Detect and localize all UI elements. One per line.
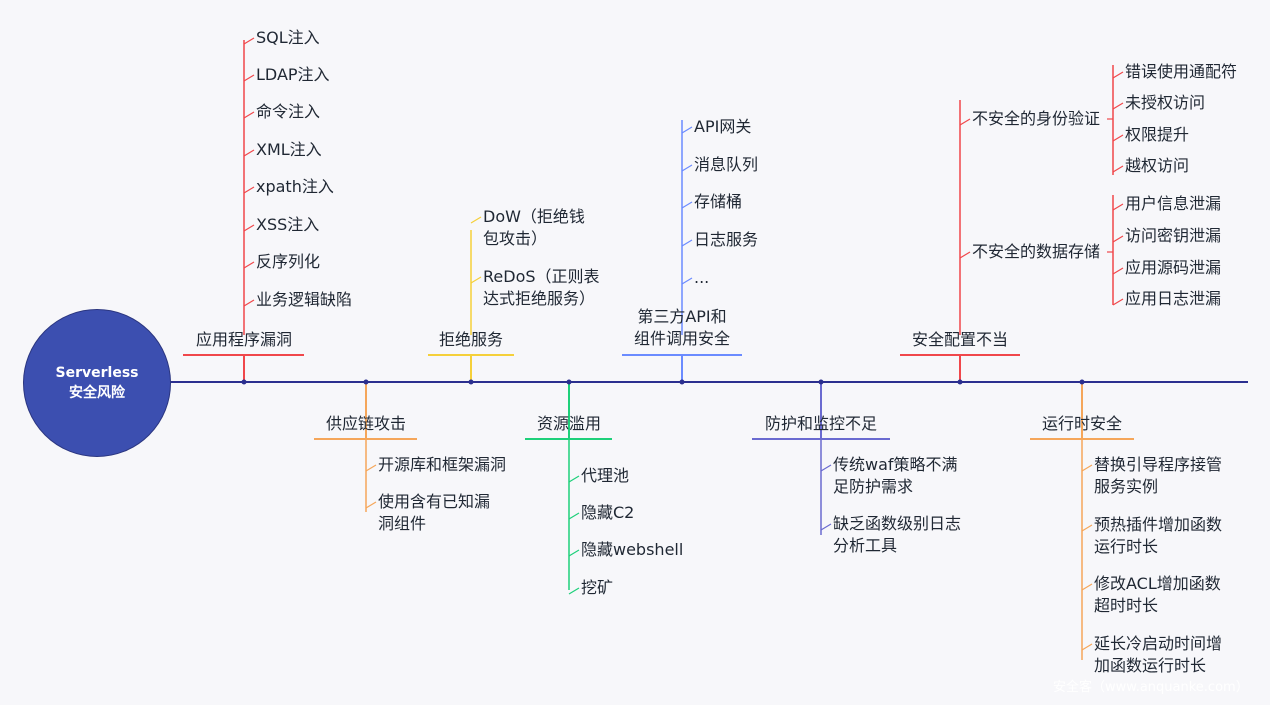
sub-branch-item: 越权访问: [1125, 156, 1190, 175]
item-tick: [959, 251, 971, 259]
spine-joint: [241, 379, 247, 385]
spine-joint: [957, 379, 963, 385]
branch-item: 使用含有已知漏 洞组件: [378, 492, 491, 533]
item-tick: [243, 261, 255, 269]
item-tick: [243, 186, 255, 194]
item-tick: [568, 549, 580, 557]
branch-item: ReDoS（正则表 达式拒绝服务）: [483, 267, 600, 308]
item-tick: [243, 299, 255, 307]
branch-label: 拒绝服务: [438, 330, 504, 349]
branch-label: 安全配置不当: [911, 330, 1009, 349]
item-tick: [243, 111, 255, 119]
branch-label: 运行时安全: [1041, 414, 1123, 433]
item-tick: [568, 512, 580, 520]
sub-branch-item: 访问密钥泄漏: [1125, 226, 1222, 245]
item-tick: [470, 276, 482, 284]
branch-item: 替换引导程序接管 服务实例: [1094, 455, 1223, 496]
branch-item: 存储桶: [694, 192, 743, 211]
branch-item: 缺乏函数级别日志 分析工具: [833, 514, 962, 555]
sub-branch-item: 应用源码泄漏: [1125, 258, 1222, 277]
branch-label: 应用程序漏洞: [195, 330, 293, 349]
branch-item: XML注入: [256, 140, 322, 159]
spine-joint: [1079, 379, 1085, 385]
branch-item: 代理池: [581, 466, 630, 485]
item-tick: [959, 118, 971, 126]
item-tick: [1081, 583, 1093, 591]
branch-item: 反序列化: [256, 252, 321, 271]
item-tick: [681, 277, 693, 285]
sub-branch-item: 用户信息泄漏: [1125, 194, 1222, 213]
branch-item: 预热插件增加函数 运行时长: [1094, 515, 1223, 556]
item-tick: [1112, 203, 1124, 211]
item-tick: [1112, 134, 1124, 142]
spine-joint: [363, 379, 369, 385]
branch-item: 消息队列: [694, 155, 759, 174]
item-tick: [568, 587, 580, 595]
spine-joint: [468, 379, 474, 385]
item-tick: [470, 216, 482, 224]
central-topic: Serverless 安全风险: [23, 309, 171, 457]
branch-item: API网关: [694, 117, 752, 136]
sub-branch-label: 不安全的身份验证: [972, 109, 1101, 128]
spine-joint: [818, 379, 824, 385]
branch-label: 防护和监控不足: [764, 414, 878, 433]
branch-label: 资源滥用: [536, 414, 602, 433]
branch-label: 第三方API和 组件调用安全: [633, 307, 731, 348]
item-tick: [681, 164, 693, 172]
branch-item: 传统waf策略不满 足防护需求: [833, 455, 958, 496]
branch-item: 日志服务: [694, 230, 759, 249]
branch-item: 延长冷启动时间增 加函数运行时长: [1094, 634, 1223, 675]
item-tick: [243, 74, 255, 82]
branch-item: 挖矿: [581, 578, 614, 597]
item-tick: [1081, 643, 1093, 651]
sub-branch-item: 权限提升: [1125, 125, 1190, 144]
sub-branch-item: 未授权访问: [1125, 93, 1206, 112]
item-tick: [681, 126, 693, 134]
item-tick: [820, 523, 832, 531]
item-tick: [568, 475, 580, 483]
item-tick: [365, 464, 377, 472]
item-tick: [681, 239, 693, 247]
item-tick: [1112, 298, 1124, 306]
sub-branch-item: 应用日志泄漏: [1125, 289, 1222, 308]
item-tick: [681, 201, 693, 209]
sub-branch-item: 错误使用通配符: [1125, 62, 1238, 81]
item-tick: [1112, 267, 1124, 275]
branch-item: 业务逻辑缺陷: [256, 290, 353, 309]
branch-item: xpath注入: [256, 177, 334, 196]
item-tick: [243, 149, 255, 157]
item-tick: [1081, 524, 1093, 532]
item-tick: [1112, 71, 1124, 79]
branch-item: ...: [694, 268, 710, 287]
branch-item: 修改ACL增加函数 超时时长: [1094, 574, 1221, 615]
spine-joint: [566, 379, 572, 385]
branch-item: 开源库和框架漏洞: [378, 455, 507, 474]
item-tick: [243, 37, 255, 45]
branch-label: 供应链攻击: [325, 414, 407, 433]
item-tick: [1112, 235, 1124, 243]
central-topic-line1: Serverless: [55, 365, 139, 381]
watermark: 安全客（www.anquanke.com）: [1053, 680, 1249, 695]
central-topic-line2: 安全风险: [69, 385, 125, 401]
item-tick: [820, 464, 832, 472]
branch-item: 命令注入: [256, 102, 321, 121]
item-tick: [1112, 102, 1124, 110]
branch-item: XSS注入: [256, 215, 320, 234]
branch-item: LDAP注入: [256, 65, 330, 84]
branch-item: 隐藏webshell: [581, 540, 684, 559]
item-tick: [1081, 464, 1093, 472]
item-tick: [1112, 165, 1124, 173]
item-tick: [365, 501, 377, 509]
branch-item: SQL注入: [256, 28, 320, 47]
sub-branch-label: 不安全的数据存储: [972, 242, 1101, 261]
branch-item: 隐藏C2: [581, 503, 635, 522]
item-tick: [243, 224, 255, 232]
branch-item: DoW（拒绝钱 包攻击）: [483, 207, 585, 248]
spine-joint: [679, 379, 685, 385]
